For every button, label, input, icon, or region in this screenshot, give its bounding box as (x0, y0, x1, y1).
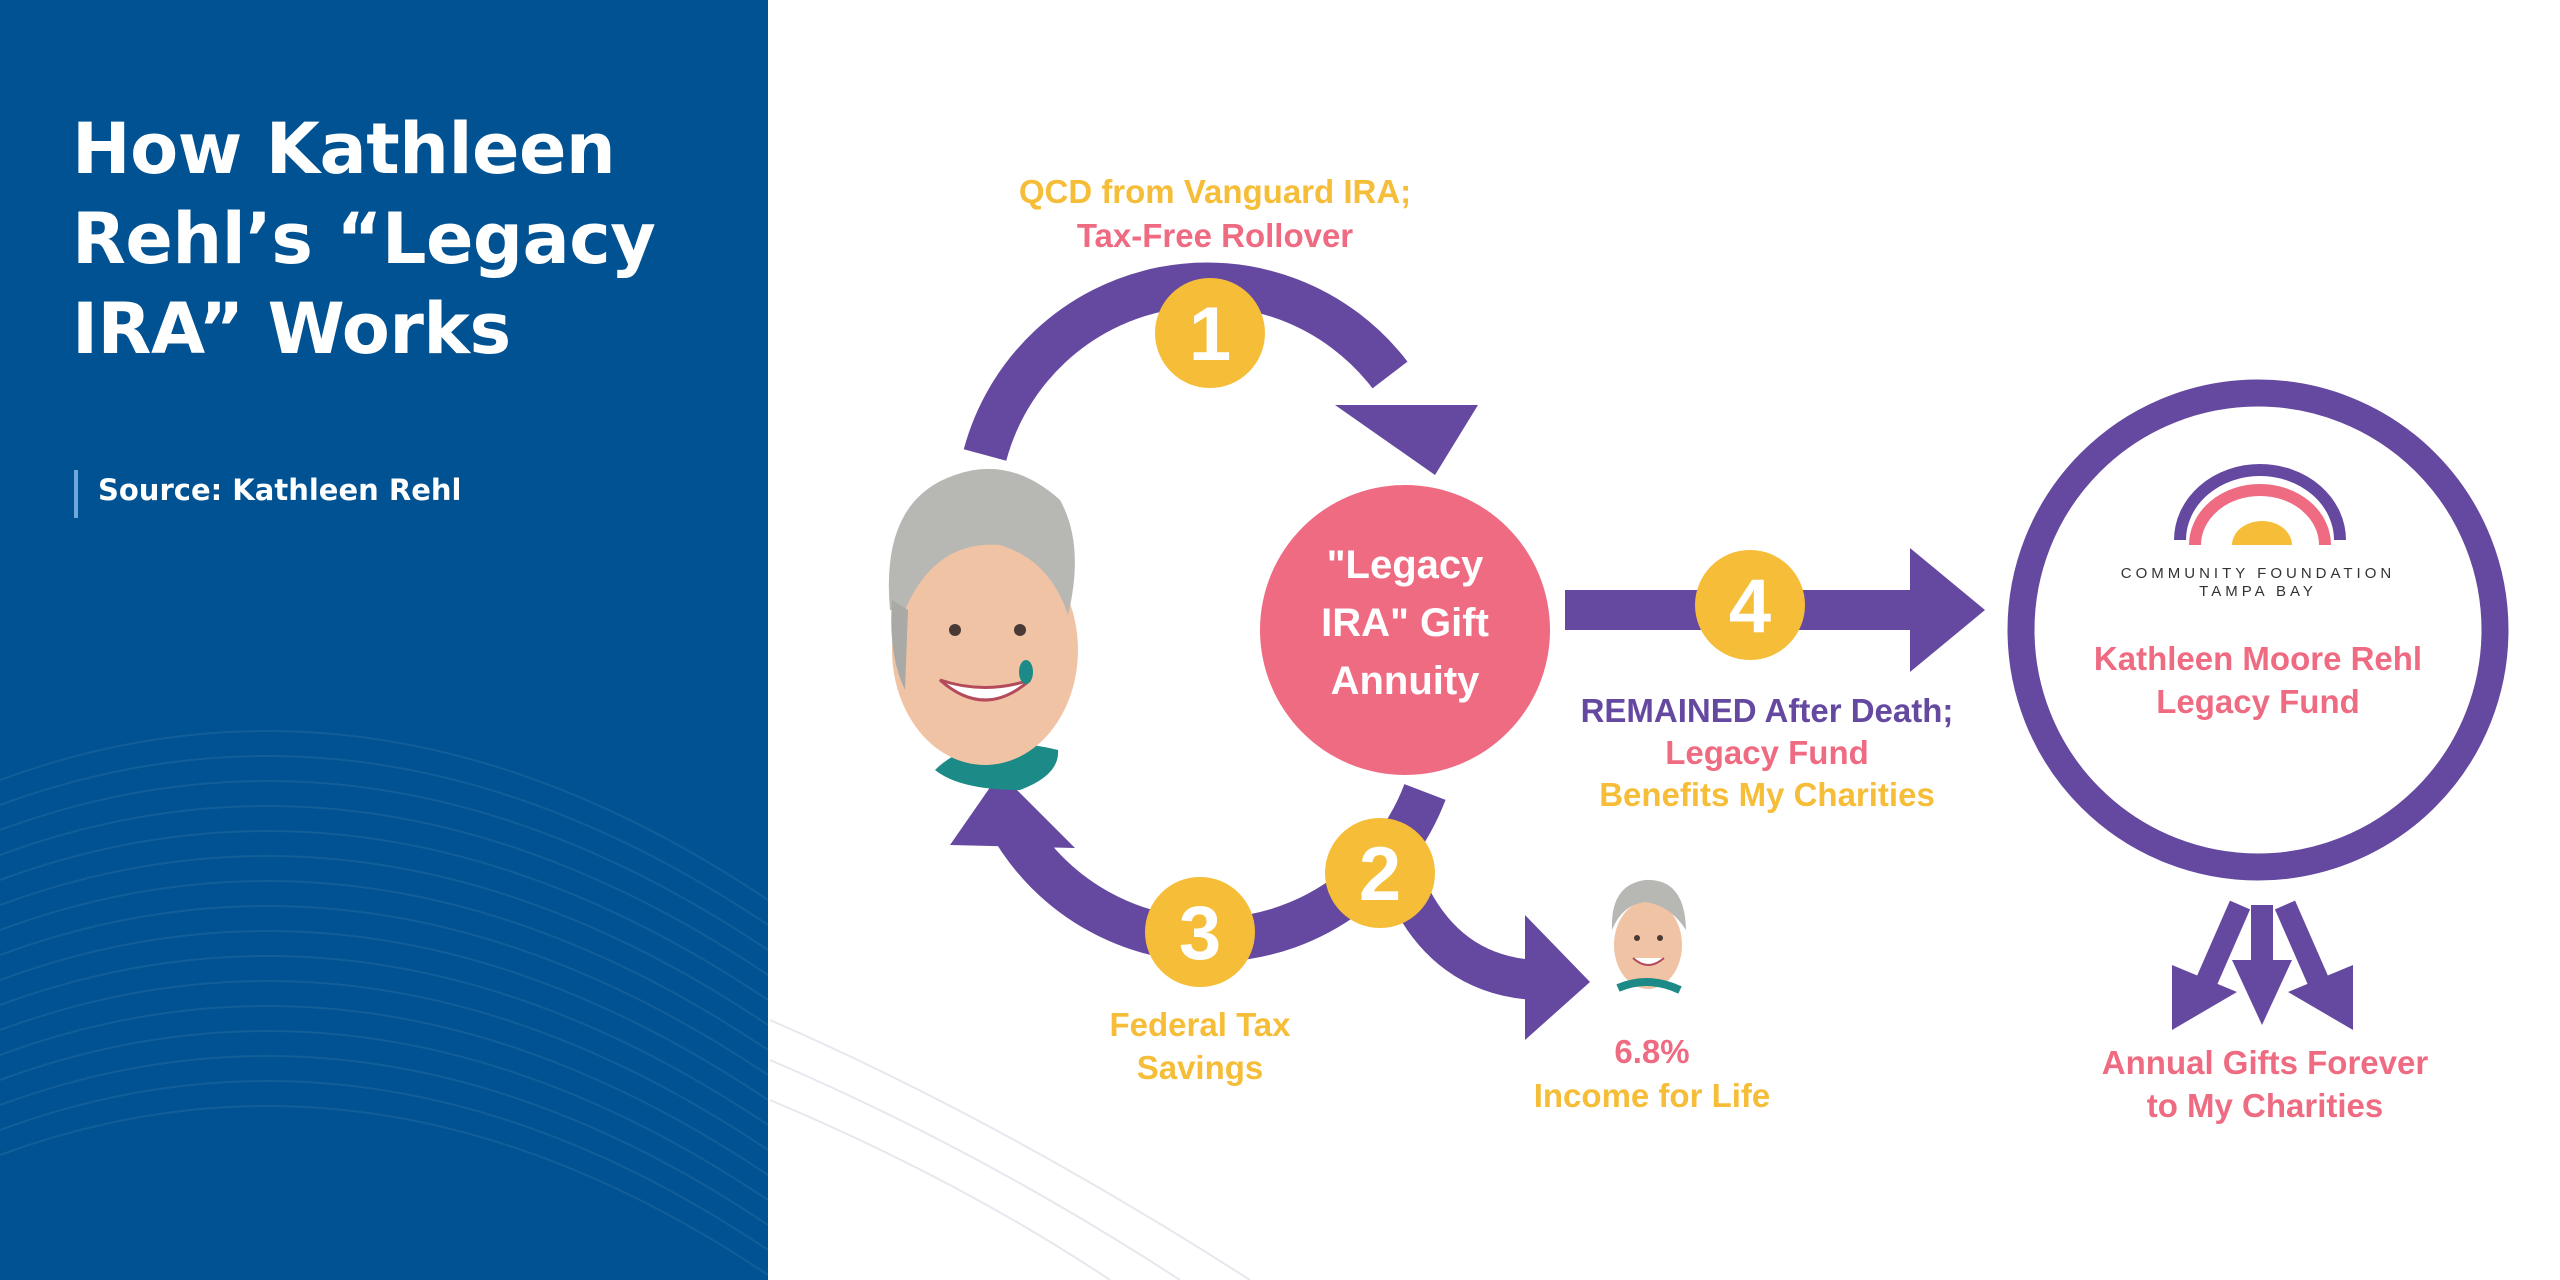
kathleen-portrait-small (1611, 879, 1686, 994)
title-line-2: Rehl’s “Legacy (72, 198, 656, 280)
page-title: How Kathleen Rehl’s “Legacy IRA” Works (72, 104, 712, 374)
kathleen-portrait (888, 468, 1078, 790)
legacy-annuity-circle (1260, 485, 1550, 775)
step-4-badge (1695, 550, 1805, 660)
arc-qcd (963, 262, 1408, 461)
step-1-label-line-1: QCD from Vanguard IRA; (1019, 173, 1411, 210)
step-1-label-line-2: Tax-Free Rollover (1077, 217, 1353, 254)
source-note: Source: Kathleen Rehl (74, 470, 461, 518)
annuity-line-1: "Legacy (1327, 543, 1485, 587)
arrowhead-qcd (1335, 405, 1478, 475)
step-4-label-line-2: Legacy Fund (1665, 734, 1869, 771)
sidebar: How Kathleen Rehl’s “Legacy IRA” Works S… (0, 0, 768, 1280)
charity-arrow-center (2251, 905, 2273, 965)
step-3-label-line-2: Savings (1137, 1049, 1264, 1086)
step-2-badge (1325, 818, 1435, 928)
foundation-logo-line-2: TAMPA BAY (2199, 583, 2317, 600)
arrowhead-tax-savings (950, 773, 1075, 848)
background-curves (769, 1019, 1251, 1280)
annuity-line-3: Annuity (1331, 659, 1481, 703)
fund-name-line-2: Legacy Fund (2156, 683, 2360, 720)
title-line-1: How Kathleen (72, 108, 616, 190)
charity-arrowhead-center (2232, 960, 2292, 1025)
step-2-label-line-2: Income for Life (1534, 1077, 1771, 1114)
charity-arrowhead-right (2288, 965, 2353, 1030)
step-1-number: 1 (1189, 292, 1231, 377)
charity-arrow-left (2194, 900, 2251, 990)
foundation-logo-line-1: COMMUNITY FOUNDATION (2121, 565, 2395, 582)
step-3-badge (1145, 877, 1255, 987)
step-3-label-line-1: Federal Tax (1110, 1006, 1292, 1043)
step-1-badge (1155, 278, 1265, 388)
wave-pattern-decoration (0, 730, 768, 1276)
charity-arrow-right (2274, 900, 2331, 990)
gifts-label-line-2: to My Charities (2147, 1087, 2384, 1124)
annuity-line-2: IRA" Gift (1321, 601, 1489, 645)
step-4-label-line-1: REMAINED After Death; (1581, 692, 1954, 729)
arrowhead-income (1525, 915, 1590, 1040)
foundation-circle (2007, 379, 2509, 881)
step-3-number: 3 (1179, 891, 1221, 976)
gifts-label-line-1: Annual Gifts Forever (2102, 1044, 2429, 1081)
arrowhead-legacy (1910, 548, 1985, 672)
charity-arrowhead-left (2172, 965, 2237, 1030)
foundation-logo (2174, 464, 2346, 546)
title-line-3: IRA” Works (72, 288, 511, 370)
step-2-number: 2 (1359, 832, 1401, 917)
step-4-number: 4 (1729, 564, 1771, 649)
fund-name-line-1: Kathleen Moore Rehl (2094, 640, 2422, 677)
step-2-label-line-1: 6.8% (1614, 1033, 1689, 1070)
step-4-label-line-3: Benefits My Charities (1599, 776, 1935, 813)
